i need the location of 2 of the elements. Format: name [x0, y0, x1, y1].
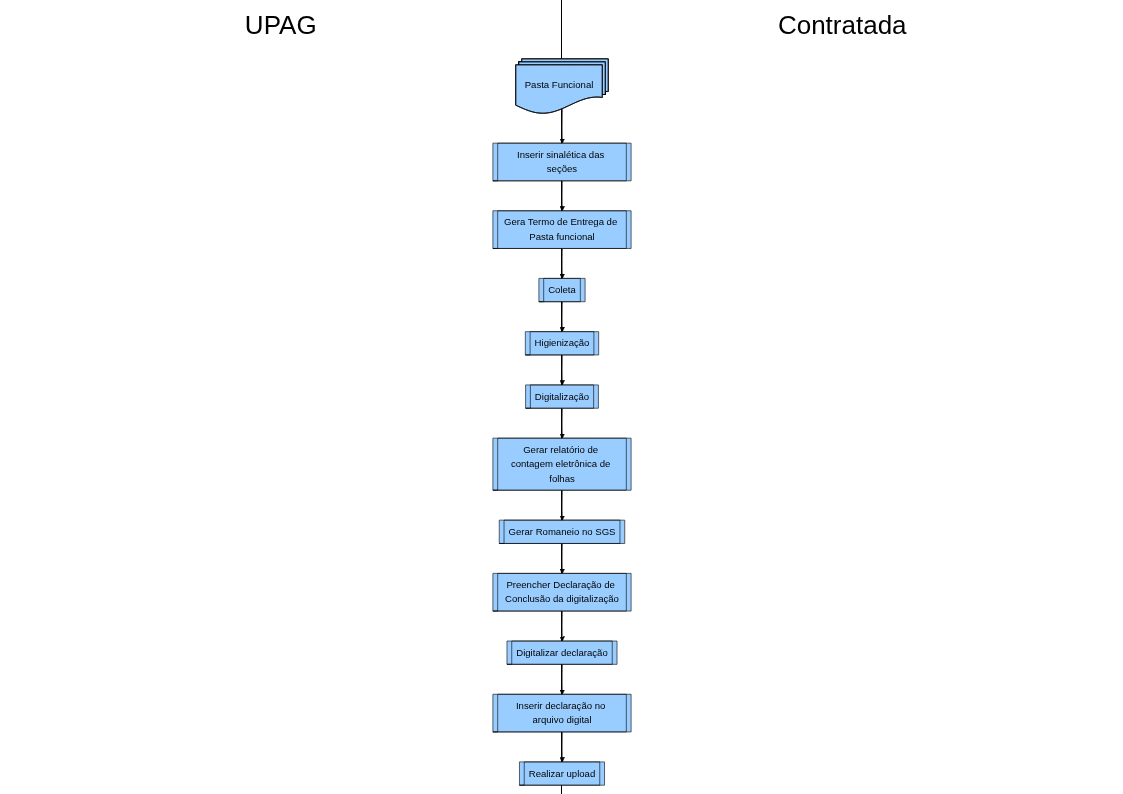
lane-heading: UPAG — [244, 9, 317, 41]
lane-heading: Contratada — [777, 9, 907, 41]
